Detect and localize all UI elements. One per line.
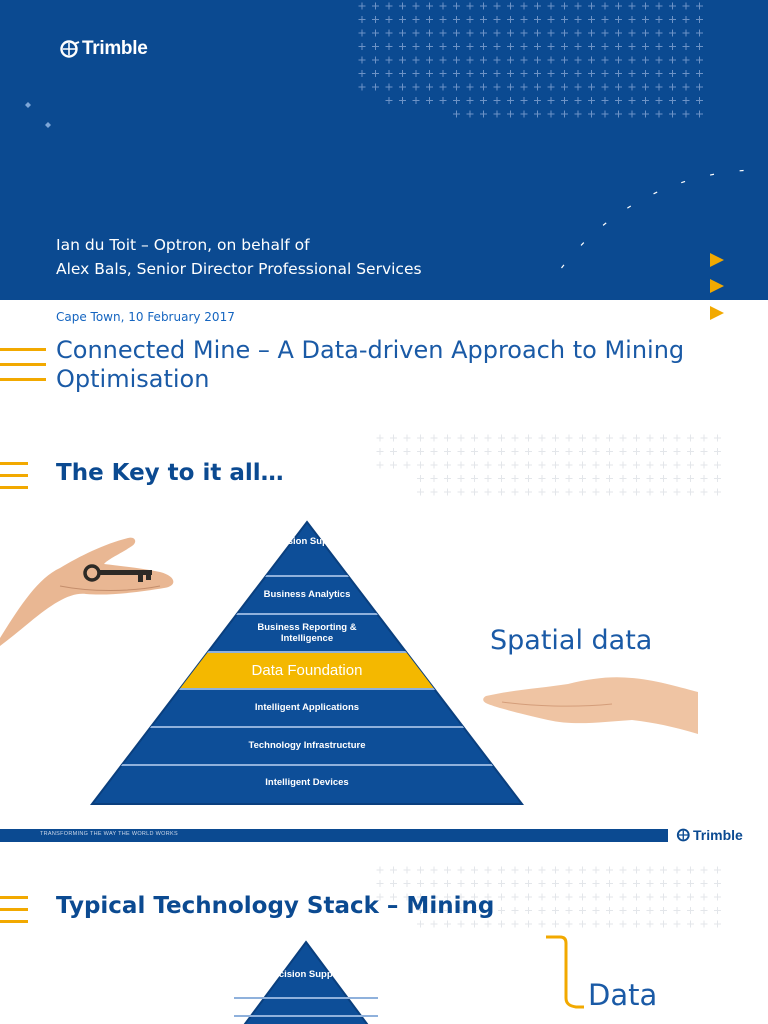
pyramid-level-business-analytics: Business Analytics [263, 589, 351, 600]
pyramid-level-intelligent-devices: Intelligent Devices [265, 777, 349, 788]
plus-grid-decoration [376, 866, 721, 928]
menu-lines-decoration [0, 456, 30, 492]
pyramid-level-technology-infrastructure: Technology Infrastructure [248, 740, 366, 751]
trimble-logo-icon [60, 40, 80, 58]
menu-lines-decoration [0, 890, 30, 926]
pyramid-level-decision-support: Decision Support [267, 536, 347, 547]
pyramid-level-decision-support: Decision Support [266, 969, 346, 980]
play-arrow-icon [710, 306, 724, 320]
arrow-markers [710, 253, 724, 320]
trimble-logo-icon [676, 828, 690, 842]
pyramid-level-business-reporting: Business Reporting & Intelligence [257, 622, 357, 644]
footer-band: TRANSFORMING THE WAY THE WORLD WORKS [0, 829, 668, 842]
open-hand-image [483, 677, 698, 734]
bracket-decoration [546, 935, 584, 1009]
section-heading: The Key to it all… [56, 460, 284, 486]
dot-grid-decoration [25, 2, 744, 269]
menu-lines-decoration [0, 340, 46, 388]
pyramid-shape [234, 940, 378, 1024]
data-bracket-label: Data [588, 978, 658, 1012]
trimble-logo-text: Trimble [82, 38, 148, 59]
presentation-title: Connected Mine – A Data-driven Approach … [56, 336, 685, 393]
plus-grid-decoration [376, 434, 721, 496]
pyramid-level-data-foundation: Data Foundation [251, 662, 363, 679]
location-date: Cape Town, 10 February 2017 [56, 310, 235, 324]
play-arrow-icon [710, 253, 724, 267]
section-heading: Typical Technology Stack – Mining [56, 893, 495, 919]
pyramid-level-intelligent-applications: Intelligent Applications [254, 702, 360, 713]
pyramid-diagram-partial: Decision Support [234, 940, 378, 1024]
hand-with-key-image [0, 537, 174, 646]
footer-tagline: TRANSFORMING THE WAY THE WORLD WORKS [40, 831, 178, 837]
footer-logo-text: Trimble [693, 827, 743, 843]
play-arrow-icon [710, 279, 724, 293]
pyramid-shape [90, 520, 524, 805]
title-slide-header: Trimble Ian du Toit – Optron, on behalf … [0, 0, 768, 300]
presenter-line-2: Alex Bals, Senior Director Professional … [56, 260, 422, 278]
presenter-line-1: Ian du Toit – Optron, on behalf of [56, 236, 310, 254]
pyramid-diagram: Decision Support Business Analytics Busi… [90, 520, 524, 806]
spatial-data-label: Spatial data [490, 625, 653, 656]
